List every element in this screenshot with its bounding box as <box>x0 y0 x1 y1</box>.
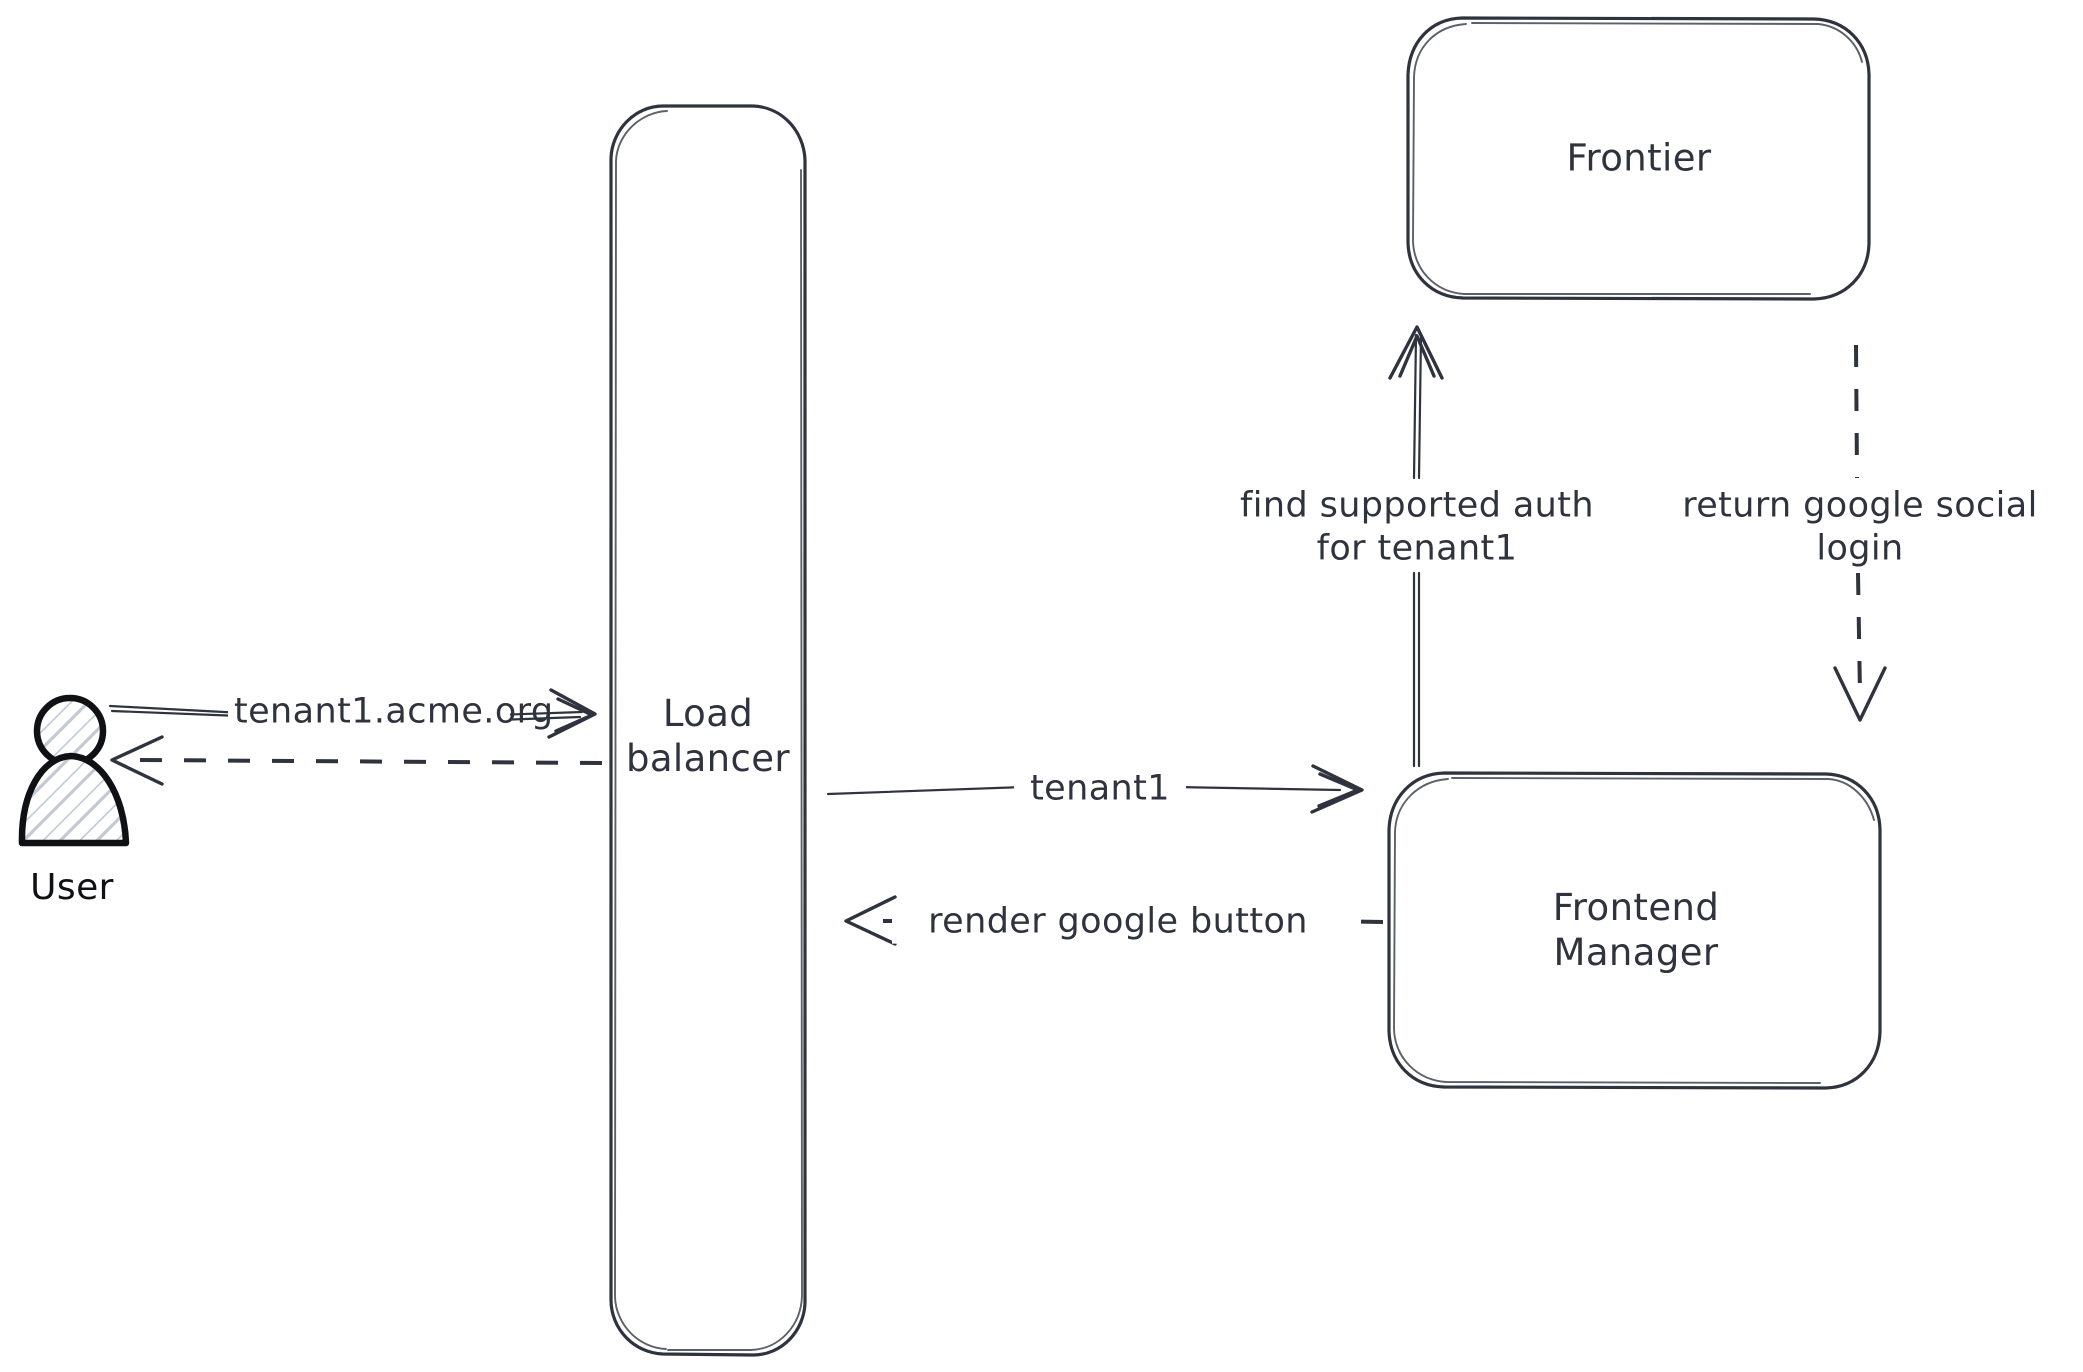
edge-frontend-manager-to-frontier-line[interactable] <box>1388 325 1444 768</box>
edge-load-balancer-to-frontend-manager-line[interactable] <box>826 764 1364 814</box>
edge-load-balancer-to-user-line[interactable] <box>110 735 603 786</box>
frontend-manager-shape[interactable] <box>1387 771 1882 1090</box>
edge-user-to-load-balancer-line[interactable] <box>108 688 597 739</box>
load-balancer-shape[interactable] <box>609 104 807 1357</box>
edge-frontier-to-frontend-manager-line[interactable] <box>1833 344 1887 722</box>
frontier-shape[interactable] <box>1406 16 1871 301</box>
user-actor-shape[interactable] <box>18 694 130 847</box>
edge-frontend-manager-to-load-balancer-line[interactable] <box>844 895 1384 946</box>
